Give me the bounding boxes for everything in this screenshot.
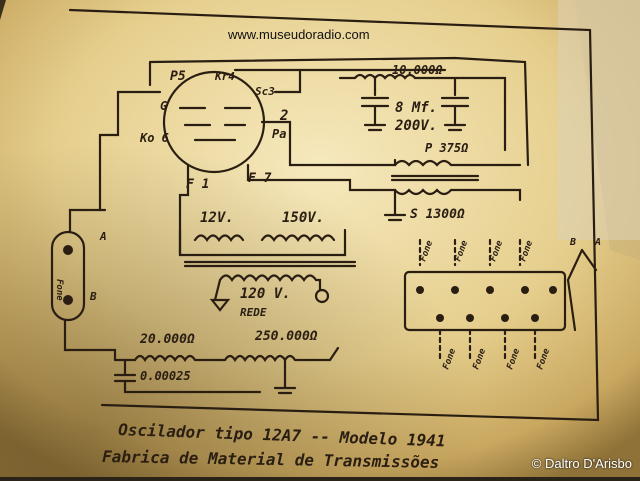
label-xfmr-p: P 375Ω (425, 141, 469, 155)
pin-g: G (160, 99, 167, 113)
pin-f1: F 1 (186, 177, 209, 192)
label-r-left: 20.000Ω (139, 332, 195, 347)
paper-edge (558, 0, 640, 240)
phone-term-b: B (89, 290, 97, 303)
circuit-wiring (50, 8, 600, 422)
label-mains: 120 V. (240, 286, 291, 302)
pin-ko6: Ko 6 (139, 131, 169, 145)
label-mains-rede: REDE (240, 306, 267, 319)
panel-jacks (63, 245, 557, 322)
phone-label: Fone (54, 279, 64, 301)
pin-sc3: Sc3 (255, 85, 275, 98)
label-r-top: 10.000Ω (392, 63, 443, 77)
phone-term-a: A (99, 230, 107, 243)
panel-term-b: B (569, 237, 576, 248)
pin-p5: P5 (170, 69, 186, 84)
label-coil-12v: 12V. (200, 210, 234, 226)
pin-kr4: Kr4 (214, 70, 235, 83)
label-coil-150v: 150V. (282, 210, 324, 226)
label-cap-voltage: 200V. (394, 118, 437, 134)
label-r-right: 250.000Ω (254, 329, 318, 344)
watermark-bottom: © Daltro D'Arisbo (531, 456, 632, 471)
pin-pa: Pa (272, 127, 286, 141)
pin-f7: F 7 (248, 171, 272, 186)
watermark-top: www.museudoradio.com (228, 27, 370, 42)
label-xfmr-s: S 1300Ω (410, 207, 465, 222)
label-cap-value: 8 Mf. (395, 100, 437, 116)
pin-2: 2 (279, 108, 288, 124)
label-cap-small: 0.00025 (140, 369, 191, 383)
panel-term-a: A (594, 237, 601, 248)
